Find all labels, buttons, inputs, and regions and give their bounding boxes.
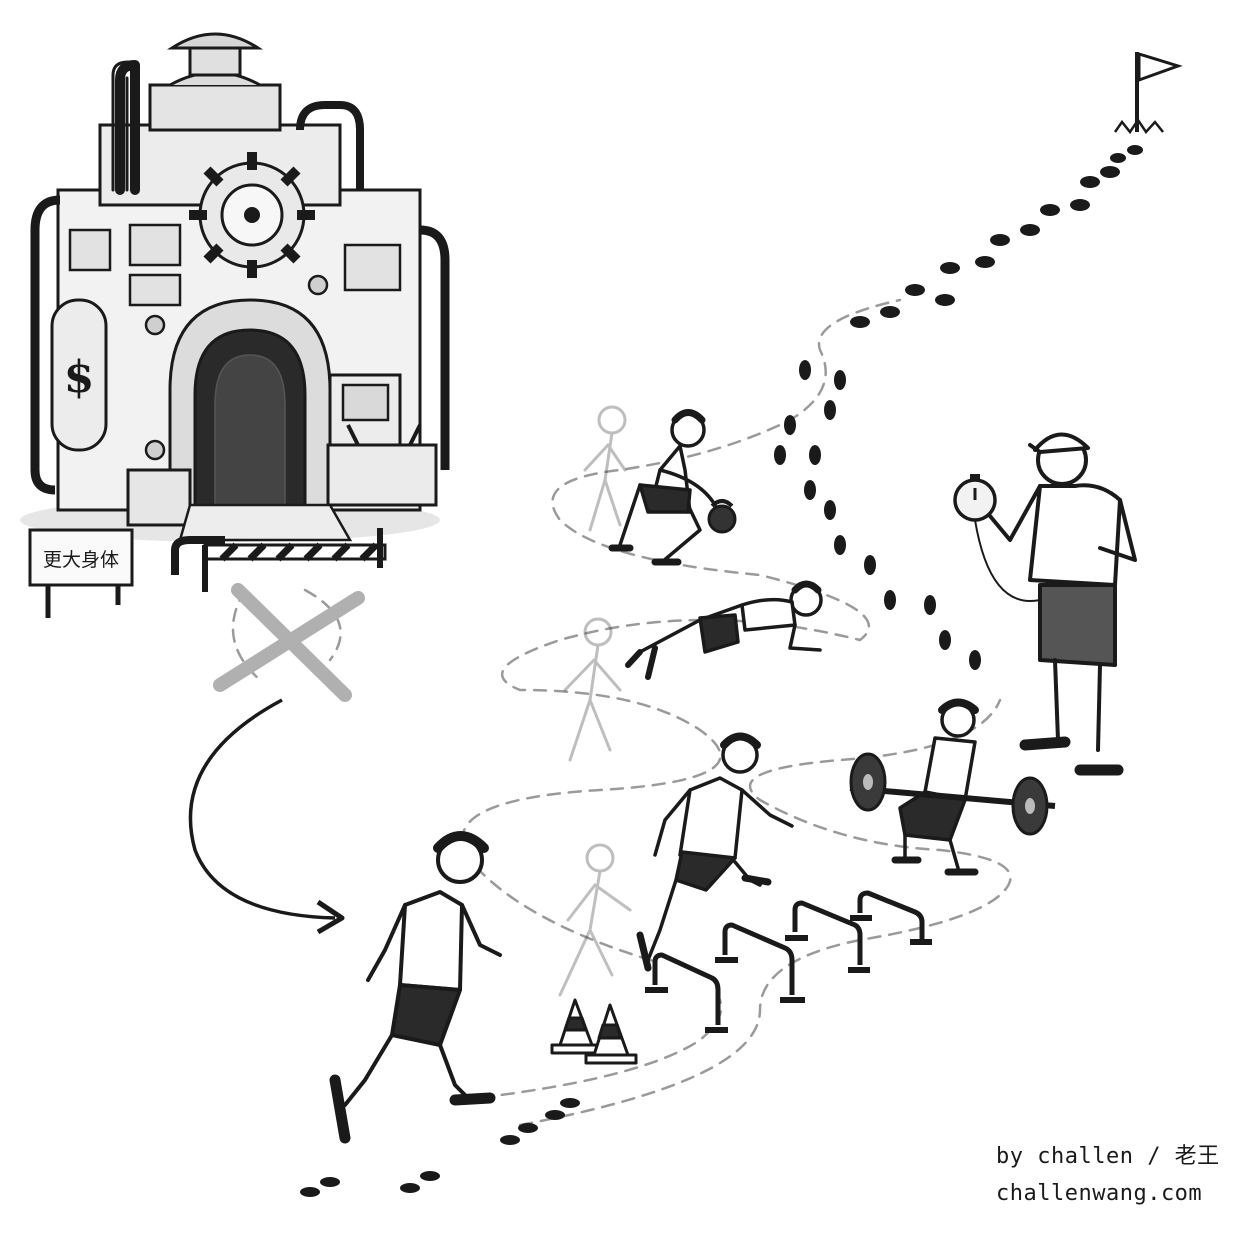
barbell-icon [849,752,1056,836]
training-path [458,298,1012,1127]
ghost-runner-1 [583,405,627,532]
athlete-plank [625,580,823,680]
traffic-cone-icon [550,998,638,1065]
cross-mark-icon [213,583,365,702]
credit-author: by challen / 老王 [996,1144,1220,1169]
ghost-runner-2 [563,617,622,762]
athlete-jumping [636,732,794,972]
sign-post: 更大身体 [28,528,134,618]
flag-icon [1113,51,1183,135]
shortcut-machine-icon: $ [20,32,450,592]
kettlebell-icon [707,499,737,534]
credit-website: challenwang.com [996,1181,1203,1206]
curved-arrow-icon [188,698,345,935]
money-symbol: $ [64,352,95,403]
money-tank-icon: $ [50,298,108,452]
sign-label: 更大身体 [43,549,119,571]
hurdle-icon [645,890,932,1033]
footprints-icon [300,145,1143,1197]
coach-icon [983,432,1137,776]
stopwatch-icon [953,474,1041,602]
runner-icon [329,831,502,1144]
athlete-kettlebell [608,409,717,566]
ghost-figures [558,405,632,997]
ghost-runner-3 [558,843,632,997]
gear-icon [189,152,315,278]
athlete-squat [891,698,979,876]
